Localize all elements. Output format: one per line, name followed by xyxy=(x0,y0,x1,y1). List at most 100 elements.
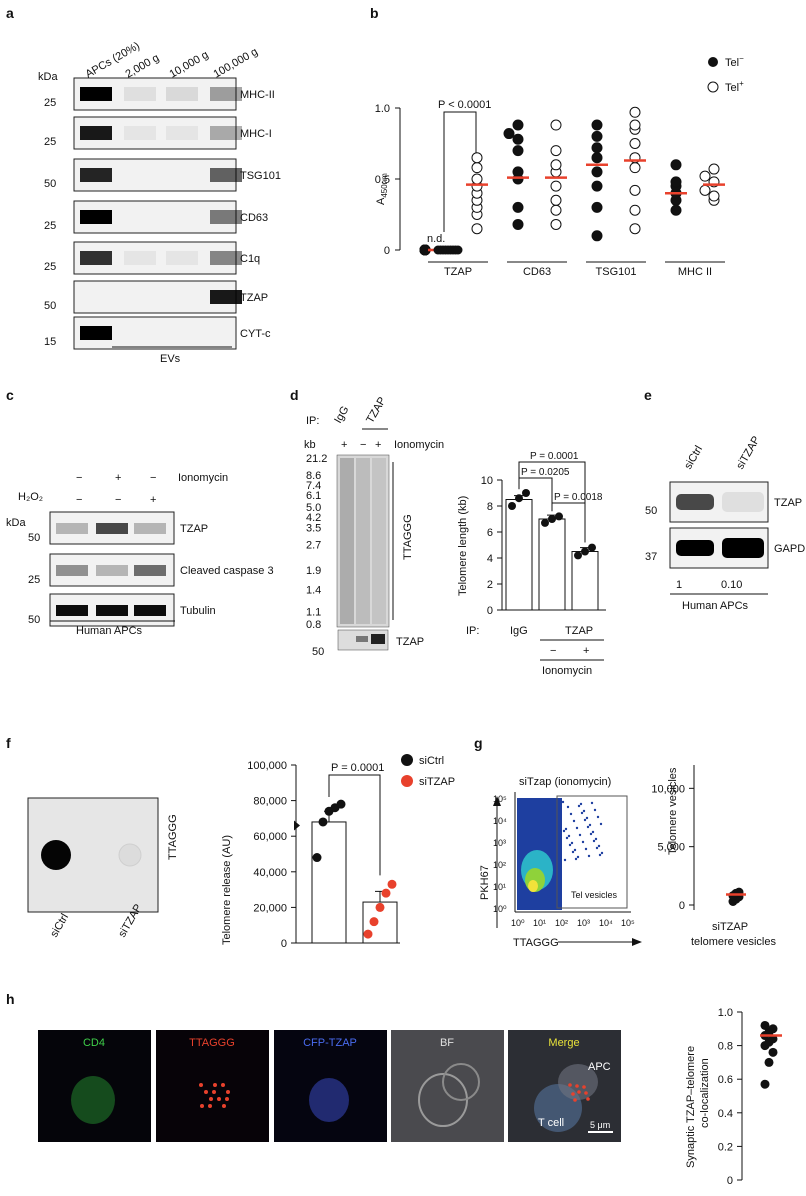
footer-c: Human APCs xyxy=(76,625,143,637)
scale-label: 5 μm xyxy=(590,1120,610,1130)
event xyxy=(583,818,587,822)
band xyxy=(124,87,156,101)
band xyxy=(371,634,385,644)
event xyxy=(592,839,596,843)
band xyxy=(124,251,156,265)
blot-label: Cleaved caspase 3 xyxy=(180,565,274,577)
data-point xyxy=(508,502,516,510)
band xyxy=(166,87,198,101)
tzap-label-d: TZAP xyxy=(364,395,388,425)
band xyxy=(96,605,128,616)
band xyxy=(166,251,198,265)
blot-marker: 25 xyxy=(28,574,40,586)
band xyxy=(80,326,112,340)
event xyxy=(566,805,570,809)
event xyxy=(595,846,599,850)
data-point xyxy=(591,230,603,242)
ip-label-dchart: IP: xyxy=(466,625,479,637)
band xyxy=(134,605,166,616)
telomere-spot xyxy=(575,1084,579,1088)
ionomycin-label-dchart: Ionomycin xyxy=(542,665,592,677)
band xyxy=(96,565,128,576)
event xyxy=(580,811,584,815)
tzap-blot-label-d: TZAP xyxy=(396,636,424,648)
data-point xyxy=(591,142,603,154)
band xyxy=(80,251,112,265)
event xyxy=(573,848,577,852)
lane-label: 10,000 g xyxy=(168,49,211,81)
data-point xyxy=(588,543,596,552)
southern-blot xyxy=(336,454,390,651)
legend-marker-tel-neg xyxy=(708,57,718,67)
data-point xyxy=(541,518,549,527)
cell-signal xyxy=(71,1076,115,1124)
significance-bracket xyxy=(551,502,586,543)
kb-marker: 4.2 xyxy=(306,512,321,524)
event xyxy=(591,830,595,834)
y-tick-label: 80,000 xyxy=(253,796,287,808)
y-tick-label: 0 xyxy=(281,938,287,950)
data-point xyxy=(629,106,641,118)
ylabel-g: PKH67 xyxy=(479,865,491,900)
data-point xyxy=(629,204,641,216)
band xyxy=(210,290,242,304)
event xyxy=(561,800,565,804)
blot-marker: 25 xyxy=(44,220,56,232)
legend-label-tel-neg: Tel− xyxy=(725,54,744,69)
p-value: P < 0.0001 xyxy=(438,99,491,111)
band xyxy=(356,636,368,642)
band xyxy=(80,87,112,101)
data-point xyxy=(764,1057,774,1067)
data-point xyxy=(512,166,524,178)
kb-markers: 21.28.67.46.15.04.23.52.71.91.41.10.8 xyxy=(306,453,327,631)
y-tick-label: 0.6 xyxy=(718,1074,733,1086)
dot-blot xyxy=(27,797,159,913)
density xyxy=(528,880,538,892)
blot-label: TSG101 xyxy=(240,170,281,182)
band xyxy=(210,87,242,101)
kb-marker: 21.2 xyxy=(306,453,327,465)
data-point xyxy=(336,799,346,809)
y-tick-label: 6 xyxy=(487,527,493,539)
y-tick-label: 4 xyxy=(487,553,493,565)
y-tick-label: 0.4 xyxy=(718,1108,733,1120)
band xyxy=(676,494,714,510)
data-point xyxy=(453,245,463,255)
gel-lane xyxy=(340,458,354,624)
data-point xyxy=(375,902,385,912)
blot-label: TZAP xyxy=(774,497,802,509)
kb-marker: 5.0 xyxy=(306,502,321,514)
ttaggg-label-d: TTAGGG xyxy=(402,514,414,560)
data-point xyxy=(312,853,322,863)
channel-label: CD4 xyxy=(83,1037,105,1049)
flow-title: siTzap (ionomycin) xyxy=(519,776,611,788)
kda-label-c: kDa xyxy=(6,517,26,529)
kda-label-a: kDa xyxy=(38,71,58,83)
blot-strip xyxy=(73,280,237,314)
kb-label: kb xyxy=(304,439,316,451)
x-tick-label: 10⁴ xyxy=(599,918,613,928)
data-point xyxy=(629,119,641,131)
data-point xyxy=(670,176,682,188)
image-tile xyxy=(156,1030,269,1142)
t-cell-label: T cell xyxy=(538,1117,564,1129)
group-label: TSG101 xyxy=(596,266,637,278)
x-tick-label: 10⁰ xyxy=(511,918,525,928)
blot-marker: 25 xyxy=(44,261,56,273)
y-tick-label: 8 xyxy=(487,501,493,513)
data-point xyxy=(591,201,603,213)
panel-label-d: d xyxy=(290,387,299,403)
kb-marker: 1.1 xyxy=(306,607,321,619)
lane-label: siTZAP xyxy=(734,434,762,471)
y-tick-label: 0.5 xyxy=(375,174,390,186)
x-tick-label: 10⁵ xyxy=(621,918,635,928)
arrowhead xyxy=(632,938,642,946)
blot-label: TZAP xyxy=(240,292,268,304)
xlabel-g-right: telomere vesicles xyxy=(691,936,776,948)
significance-bracket xyxy=(518,477,553,512)
lane-label: siCtrl xyxy=(48,912,71,940)
x-tick-label: 10² xyxy=(555,918,568,928)
data-point xyxy=(760,1079,770,1089)
y-tick-label: 0 xyxy=(487,605,493,617)
